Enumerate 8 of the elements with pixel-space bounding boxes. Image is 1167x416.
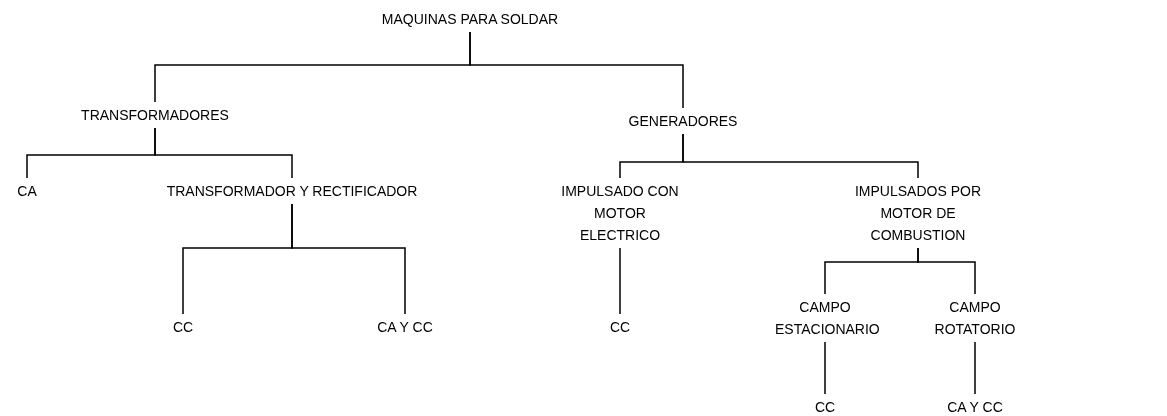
connector-line: [619, 247, 621, 315]
connector-line: [154, 127, 293, 179]
connector-line: [291, 203, 406, 315]
connector-line: [824, 341, 826, 395]
connector-line: [682, 133, 919, 179]
connector-line: [974, 341, 976, 395]
connector-line: [917, 247, 976, 295]
connector-line: [469, 31, 684, 109]
